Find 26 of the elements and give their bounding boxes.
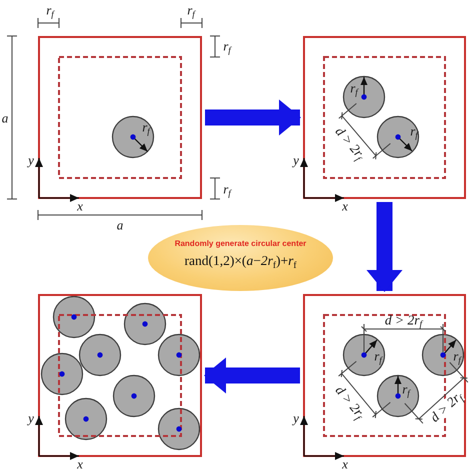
block-arrow (204, 358, 300, 394)
axis-label: x (77, 458, 83, 470)
step-title: Randomly generate circular center (174, 239, 306, 249)
dimension-label: a (116, 218, 124, 232)
radius-label: r$_{f}$ (374, 350, 382, 362)
axis-label: x (77, 200, 83, 212)
block-arrow (205, 100, 301, 136)
axis-label: y (28, 412, 34, 424)
radius-label: r$_{f}$ (142, 120, 150, 134)
dimension-label: a (2, 112, 8, 124)
dimension-label: r$_{f}$ (223, 40, 231, 52)
axis-label: x (342, 458, 348, 470)
axis-label: y (293, 412, 299, 424)
dimension-label: r$_{f}$ (46, 4, 54, 16)
distance-label: d > 2r$_{f}$ (384, 313, 422, 327)
radius-label: r$_{f}$ (410, 124, 418, 138)
radius-label: r$_{f}$ (453, 350, 461, 362)
dimension-label: r$_{f}$ (187, 4, 195, 16)
dimension-label: r$_{f}$ (223, 182, 231, 196)
axis-label: y (293, 154, 299, 166)
axis-label: x (342, 200, 348, 212)
radius-label: r$_{f}$ (402, 382, 410, 396)
radius-label: r$_{f}$ (350, 82, 358, 94)
axis-label: y (28, 154, 34, 166)
formula-text: rand(1,2)×(a−2r$_{f}$)+r$_{f}$ (184, 253, 297, 269)
block-arrow (366, 202, 402, 292)
